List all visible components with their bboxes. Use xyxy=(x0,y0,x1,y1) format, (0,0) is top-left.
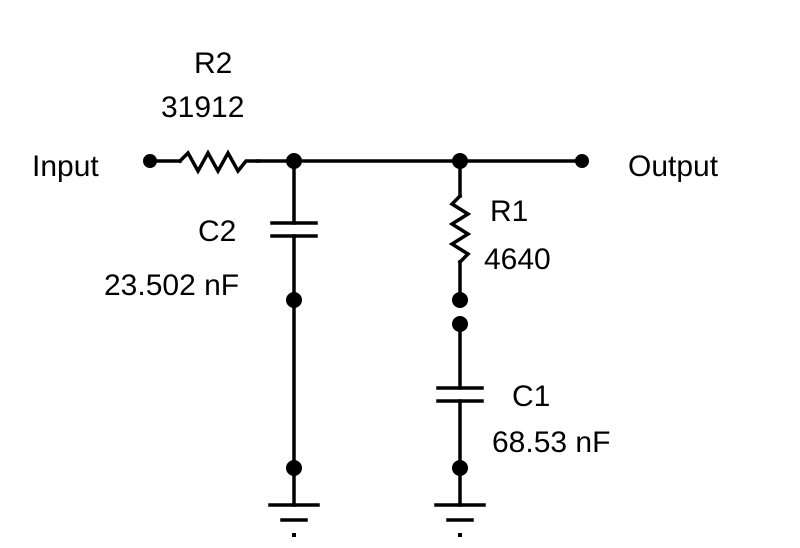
c2-name-label: C2 xyxy=(198,215,236,248)
node-dot-c1-ground xyxy=(452,460,468,476)
c2-value-label: 23.502 nF xyxy=(104,269,239,302)
ground-left-tail xyxy=(292,533,296,537)
r1-resistor-symbol xyxy=(448,193,472,265)
output-label: Output xyxy=(628,150,719,183)
c1-value-label: 68.53 nF xyxy=(492,426,610,459)
node-dot-c2-bottom xyxy=(286,292,302,308)
node-dot-r1-bottom xyxy=(452,292,468,308)
ground-right-tail xyxy=(458,533,462,537)
input-terminal-dot xyxy=(143,154,157,168)
r1-value-label: 4640 xyxy=(484,243,551,276)
node-dot-r2-c2 xyxy=(286,153,302,169)
c1-name-label: C1 xyxy=(512,380,550,413)
node-dot-c1-top xyxy=(452,316,468,332)
node-dot-r1-top xyxy=(452,153,468,169)
r2-name-label: R2 xyxy=(194,47,232,80)
input-label: Input xyxy=(32,150,99,183)
r1-name-label: R1 xyxy=(490,195,528,228)
r2-resistor-symbol xyxy=(177,149,260,175)
node-dot-c2-ground xyxy=(286,460,302,476)
r2-value-label: 31912 xyxy=(161,91,244,124)
output-terminal-dot xyxy=(575,154,589,168)
